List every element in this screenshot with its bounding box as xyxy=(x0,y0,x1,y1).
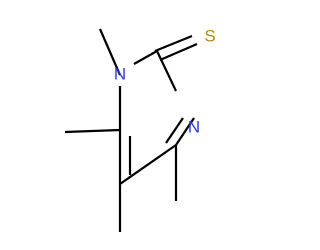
bond-c4-c5 xyxy=(119,144,177,185)
atom-label-n3: N xyxy=(188,117,200,136)
molecule-structure: N N S xyxy=(64,26,216,232)
bond-c2-s-2 xyxy=(159,42,198,62)
bond-n3-c4 xyxy=(175,117,195,146)
bond-n1-c2 xyxy=(133,50,158,65)
bond-c4-n3-double xyxy=(165,117,184,144)
bond-c6-methyl xyxy=(64,128,121,134)
bond-c2-n3 xyxy=(156,50,177,92)
bond-n1-methyl xyxy=(98,28,122,76)
atom-label-n1: N xyxy=(114,64,126,83)
bond-c2-s-1 xyxy=(154,34,193,53)
molecule-canvas: N N S xyxy=(64,26,216,232)
atom-label-s: S xyxy=(204,26,215,45)
